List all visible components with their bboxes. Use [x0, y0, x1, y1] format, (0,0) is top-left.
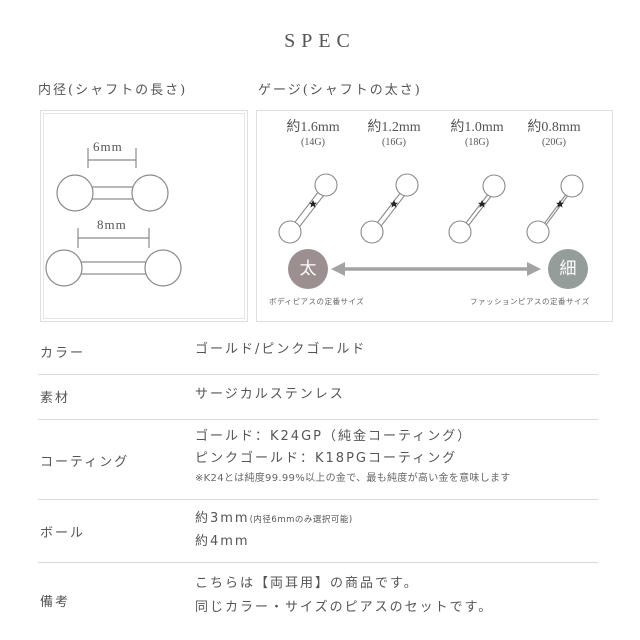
thin-caption: ファッションピアスの定番サイズ	[470, 297, 590, 306]
spec-value-color: ゴールド/ピンクゴールド	[195, 342, 367, 357]
thin-indicator: 細	[548, 249, 588, 289]
divider	[38, 419, 598, 420]
divider	[38, 562, 598, 563]
spec-value-ball: 約3mm(内径6mmのみ選択可能) 約4mm	[195, 508, 353, 553]
spec-value-coating: ゴールド：K24GP（純金コーティング） ピンクゴールド：K18PGコーティング…	[195, 426, 511, 488]
spec-label-ball: ボール	[40, 526, 86, 541]
gauge-16g: 約1.2mm (16G)	[367, 120, 421, 148]
page-title: SPEC	[284, 30, 356, 52]
spec-label-remarks: 備考	[40, 595, 71, 610]
divider	[38, 499, 598, 500]
coating-note: ※K24とは純度99.99%以上の金で、最も純度が高い金を意味します	[195, 473, 511, 484]
inner-diameter-heading: 内径(シャフトの長さ)	[38, 83, 188, 98]
thick-indicator: 太	[288, 249, 328, 289]
barbell-length-illustration	[45, 148, 182, 287]
inner-diameter-diagram: 6mm 8mm	[40, 110, 248, 322]
length-6mm-label: 6mm	[93, 139, 123, 154]
gauge-barbells-illustration	[278, 173, 584, 276]
gauge-diagram: 約1.6mm (14G) 約1.2mm (16G) 約1.0mm (18G) 約…	[256, 110, 613, 322]
coating-pink-gold: ピンクゴールド：K18PGコーティング	[195, 451, 458, 466]
gauge-heading: ゲージ(シャフトの太さ)	[258, 83, 422, 98]
divider	[38, 374, 598, 375]
spec-value-material: サージカルステンレス	[195, 387, 345, 402]
ball-3mm: 約3mm	[195, 511, 250, 526]
spec-label-coating: コーティング	[40, 455, 130, 470]
spec-label-color: カラー	[40, 346, 86, 361]
gauge-14g: 約1.6mm (14G)	[286, 120, 340, 148]
spec-value-remarks: こちらは【両耳用】の商品です。 同じカラー・サイズのピアスのセットです。	[195, 572, 493, 620]
spec-label-material: 素材	[40, 391, 71, 406]
gauge-20g: 約0.8mm (20G)	[527, 120, 581, 148]
length-8mm-label: 8mm	[97, 217, 127, 232]
gauge-18g: 約1.0mm (18G)	[450, 120, 504, 148]
thick-caption: ボディピアスの定番サイズ	[269, 297, 365, 306]
remarks-line-2: 同じカラー・サイズのピアスのセットです。	[195, 600, 494, 615]
ball-3mm-note: (内径6mmのみ選択可能)	[249, 515, 353, 525]
coating-gold: ゴールド：K24GP（純金コーティング）	[195, 429, 473, 444]
inner-border	[43, 113, 245, 319]
ball-4mm: 約4mm	[195, 534, 250, 549]
remarks-line-1: こちらは【両耳用】の商品です。	[195, 576, 419, 591]
